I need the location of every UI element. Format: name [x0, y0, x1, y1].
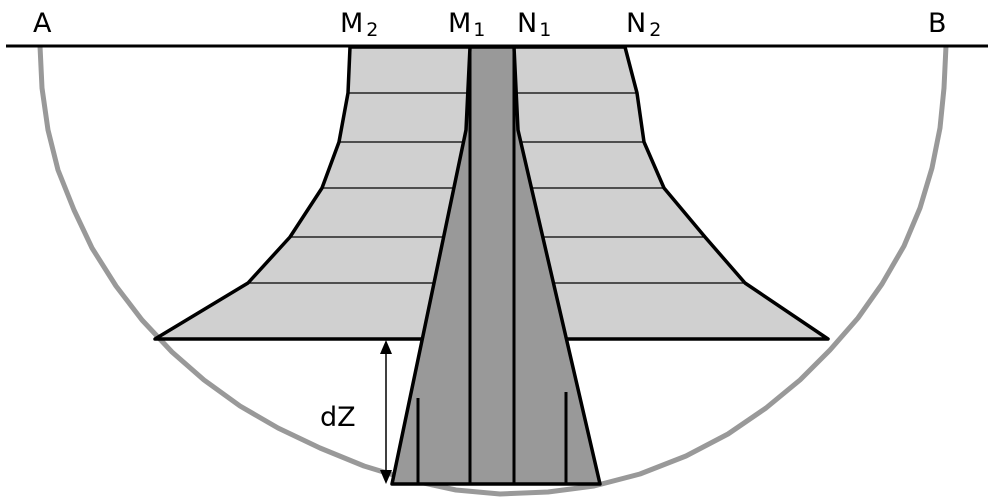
label-a: A	[33, 8, 52, 39]
label-b: B	[928, 8, 947, 39]
inner-vertical-lines	[416, 47, 568, 484]
dz-dimension-arrow	[380, 340, 392, 484]
semicircle-arc	[37, 45, 949, 497]
arrowhead-up-icon	[380, 340, 392, 354]
arrowhead-down-icon	[380, 470, 392, 484]
label-dz: dZ	[320, 402, 356, 433]
